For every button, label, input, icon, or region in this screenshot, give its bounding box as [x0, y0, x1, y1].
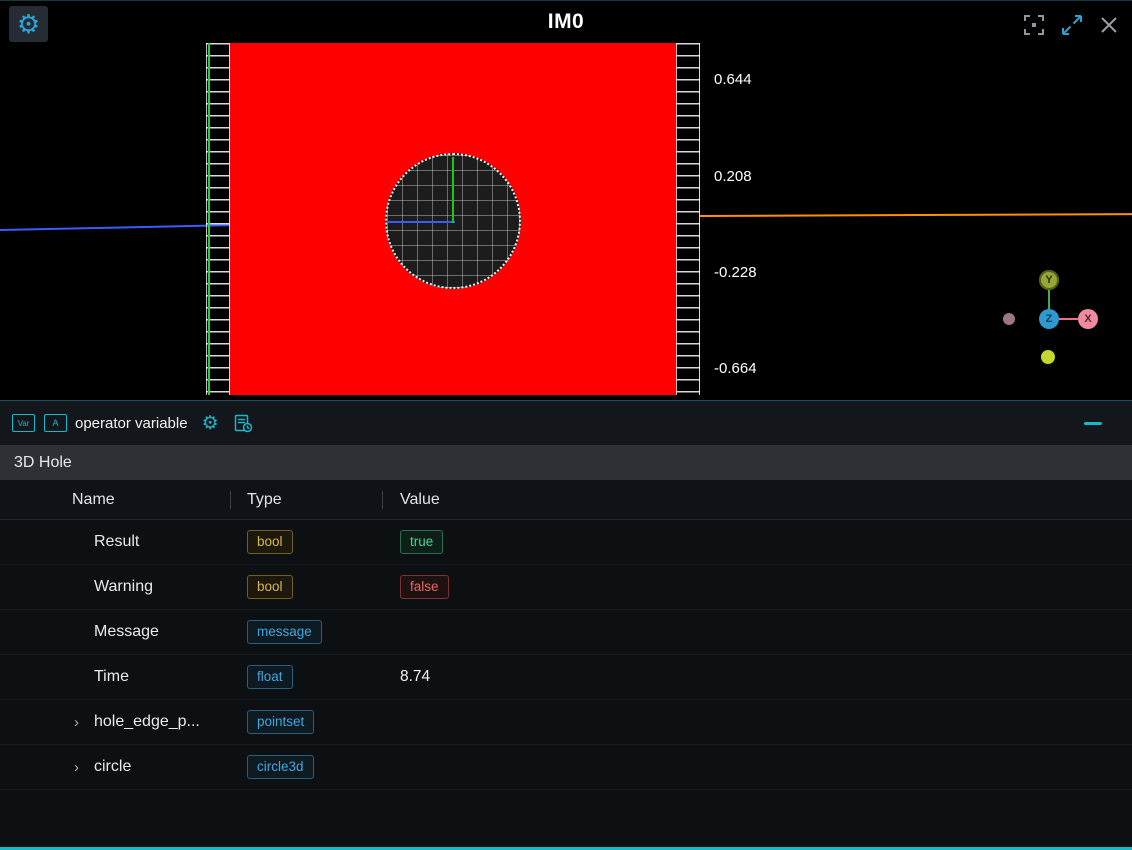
- value-text: 8.74: [400, 668, 430, 685]
- row-name: hole_edge_p...: [94, 713, 200, 731]
- viewport-actions: [1022, 13, 1120, 37]
- column-header-name: Name: [0, 491, 230, 509]
- column-header-type: Type: [230, 491, 382, 509]
- operator-variable-label: operator variable: [75, 415, 188, 432]
- type-badge: bool: [247, 530, 293, 554]
- type-badge: message: [247, 620, 322, 644]
- row-name: Warning: [94, 578, 153, 596]
- gizmo-negative-y-dot[interactable]: [1041, 350, 1055, 364]
- results-panel: Var A operator variable ⚙ 3D Hole Name T…: [0, 400, 1132, 847]
- table-header: Name Type Value: [0, 480, 1132, 520]
- row-name: Time: [94, 668, 129, 686]
- type-badge: float: [247, 665, 293, 689]
- axis-tick-label: 0.208: [714, 168, 752, 185]
- settings-button[interactable]: ⚙: [9, 6, 48, 42]
- table-row[interactable]: Warning bool false: [0, 565, 1132, 610]
- table-row[interactable]: ›circle circle3d: [0, 745, 1132, 790]
- reset-view-icon[interactable]: [1022, 13, 1046, 37]
- panel-toolbar: Var A operator variable ⚙: [0, 401, 1132, 445]
- maximize-icon[interactable]: [1060, 13, 1084, 37]
- gizmo-y-axis[interactable]: Y: [1039, 270, 1059, 290]
- section-title: 3D Hole: [0, 445, 1132, 480]
- history-log-icon[interactable]: [233, 413, 253, 433]
- type-badge: pointset: [247, 710, 314, 734]
- hole-blue-axis-segment: [387, 221, 455, 223]
- axis-tick-label: -0.228: [714, 264, 757, 281]
- table-row[interactable]: Time float 8.74: [0, 655, 1132, 700]
- expand-chevron-icon[interactable]: ›: [74, 759, 94, 776]
- right-scale-ruler: [676, 43, 700, 395]
- axis-tick-label: -0.664: [714, 360, 757, 377]
- operator-variable-icon[interactable]: A: [44, 414, 67, 432]
- table-row[interactable]: Message message: [0, 610, 1132, 655]
- value-badge: false: [400, 575, 449, 599]
- row-name: circle: [94, 758, 131, 776]
- green-axis-line: [208, 43, 210, 395]
- orientation-gizmo[interactable]: Y Z X: [995, 266, 1110, 371]
- gear-icon: ⚙: [17, 11, 40, 37]
- gizmo-negative-x-dot[interactable]: [1003, 313, 1015, 325]
- close-icon[interactable]: [1098, 14, 1120, 36]
- column-header-value: Value: [382, 491, 1132, 509]
- x-axis-line: [700, 213, 1132, 217]
- gizmo-x-line: [1059, 318, 1078, 320]
- hole-circle: [385, 153, 521, 289]
- type-badge: bool: [247, 575, 293, 599]
- table-row[interactable]: ›hole_edge_p... pointset: [0, 700, 1132, 745]
- operator-settings-icon[interactable]: ⚙: [202, 414, 219, 433]
- row-name: Message: [94, 623, 159, 641]
- axis-tick-label: 0.644: [714, 71, 752, 88]
- type-badge: circle3d: [247, 755, 314, 779]
- viewport-title: IM0: [0, 10, 1132, 34]
- viewport-3d[interactable]: ⚙ IM0: [0, 1, 1132, 400]
- gizmo-x-axis[interactable]: X: [1078, 309, 1098, 329]
- gizmo-y-line: [1048, 290, 1050, 309]
- collapse-panel-button[interactable]: [1084, 422, 1102, 425]
- table-row[interactable]: Result bool true: [0, 520, 1132, 565]
- variable-icon[interactable]: Var: [12, 414, 35, 432]
- value-badge: true: [400, 530, 443, 554]
- hole-green-axis-segment: [452, 157, 454, 223]
- row-name: Result: [94, 533, 139, 551]
- expand-chevron-icon[interactable]: ›: [74, 714, 94, 731]
- gizmo-z-axis[interactable]: Z: [1039, 309, 1059, 329]
